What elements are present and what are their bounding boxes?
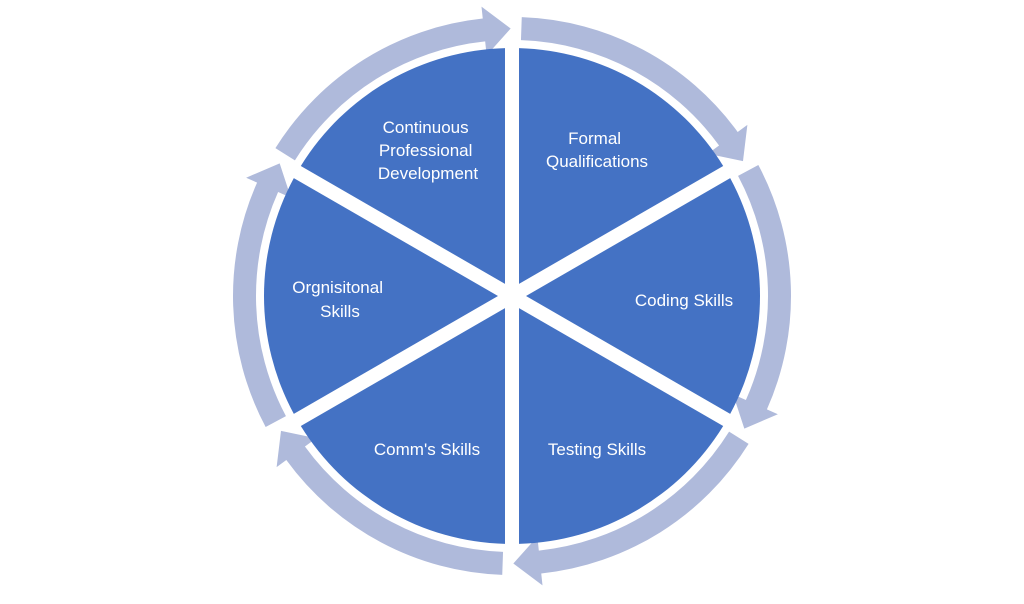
segment-orgnisitonal-skills: [263, 178, 498, 414]
segment-label-orgnisitonal-skills: Orgnisitonal Skills: [292, 278, 387, 321]
segment-testing-skills: [519, 308, 724, 544]
segment-formal-qualifications: [519, 48, 724, 284]
segment-group: [263, 48, 761, 544]
segment-label-continuous-professional-development: Continuous Professional Development: [378, 118, 478, 183]
segment-label-testing-skills: Testing Skills: [548, 440, 646, 459]
segment-comms-skills: [300, 308, 505, 544]
cycle-arrow-icon: [520, 17, 748, 162]
cycle-arrow-icon: [275, 6, 511, 161]
cycle-arrow-icon: [513, 431, 749, 586]
segment-continuous-professional-development: [300, 48, 505, 284]
segment-label-comms-skills: Comm's Skills: [374, 440, 480, 459]
segment-coding-skills: [526, 178, 761, 414]
segment-label-formal-qualifications: Formal Qualifications: [546, 129, 648, 171]
label-group: Formal Qualifications Coding Skills Test…: [292, 118, 733, 459]
cycle-arrow-icon: [233, 163, 291, 427]
segment-label-coding-skills: Coding Skills: [635, 291, 733, 310]
cycle-arrow-ring: [233, 6, 791, 586]
cycle-arrow-icon: [276, 430, 504, 575]
cycle-arrow-icon: [733, 165, 791, 429]
